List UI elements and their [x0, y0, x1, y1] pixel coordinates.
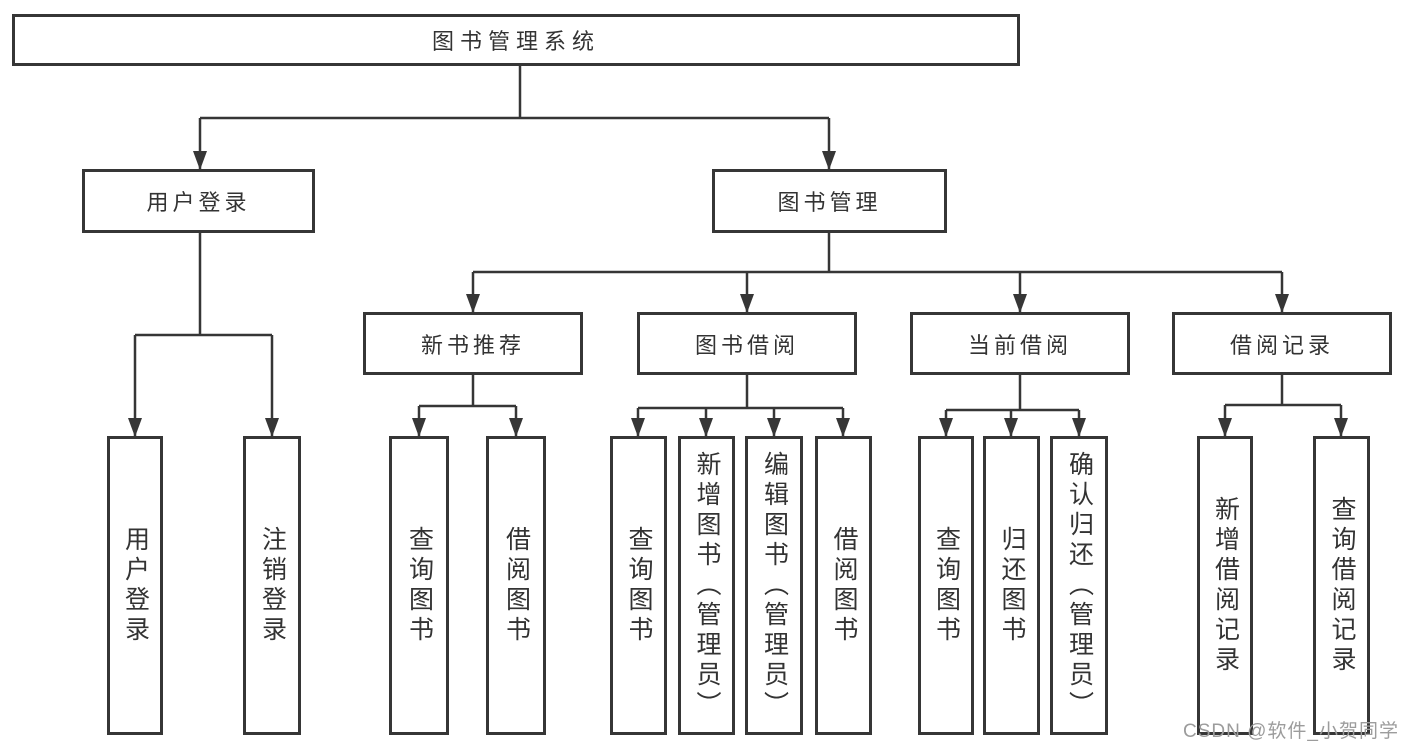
node-label: 借阅图书 — [830, 525, 858, 646]
node-book-mgmt: 图书管理 — [712, 169, 947, 233]
node-label: 图书管理系统 — [431, 29, 600, 54]
node-label: 新书推荐 — [420, 332, 525, 358]
node-label: 用户登录 — [121, 525, 150, 646]
node-root: 图书管理系统 — [12, 14, 1020, 66]
leaf-add-books-admin: 新增图书（管理员） — [678, 436, 735, 735]
node-label: 当前借阅 — [967, 332, 1072, 358]
leaf-add-borrow-record: 新增借阅记录 — [1197, 436, 1253, 735]
node-label: 用户登录 — [146, 190, 251, 215]
node-book-borrow: 图书借阅 — [637, 312, 857, 375]
leaf-logout: 注销登录 — [243, 436, 301, 735]
leaf-query-books-1: 查询图书 — [389, 436, 449, 735]
leaf-user-login: 用户登录 — [107, 436, 163, 735]
node-label: 编辑图书（管理员） — [760, 450, 789, 721]
node-label: 查询图书 — [932, 525, 961, 646]
node-label: 借阅图书 — [502, 525, 531, 646]
node-label: 注销登录 — [258, 525, 287, 646]
leaf-borrow-books-1: 借阅图书 — [486, 436, 546, 735]
node-borrow-record: 借阅记录 — [1172, 312, 1392, 375]
node-label: 归还图书 — [998, 525, 1026, 646]
node-label: 查询图书 — [405, 525, 434, 646]
node-label: 新增图书（管理员） — [693, 450, 721, 721]
leaf-edit-books-admin: 编辑图书（管理员） — [745, 436, 803, 735]
node-label: 查询借阅记录 — [1328, 495, 1356, 676]
leaf-borrow-books-2: 借阅图书 — [815, 436, 872, 735]
leaf-return-books: 归还图书 — [983, 436, 1040, 735]
node-label: 图书管理 — [777, 190, 882, 215]
node-user-login: 用户登录 — [82, 169, 315, 233]
node-label: 确认归还（管理员） — [1065, 450, 1094, 721]
leaf-confirm-return-admin: 确认归还（管理员） — [1050, 436, 1108, 735]
node-label: 借阅记录 — [1229, 332, 1334, 358]
watermark: CSDN @软件_小贺同学 — [1183, 721, 1399, 742]
node-current-borrow: 当前借阅 — [910, 312, 1130, 375]
node-label: 查询图书 — [625, 525, 653, 646]
leaf-query-books-3: 查询图书 — [918, 436, 974, 735]
node-label: 图书借阅 — [694, 332, 799, 358]
node-label: 新增借阅记录 — [1211, 495, 1240, 676]
node-new-book-recommend: 新书推荐 — [363, 312, 583, 375]
leaf-query-books-2: 查询图书 — [610, 436, 667, 735]
leaf-query-borrow-record: 查询借阅记录 — [1313, 436, 1370, 735]
